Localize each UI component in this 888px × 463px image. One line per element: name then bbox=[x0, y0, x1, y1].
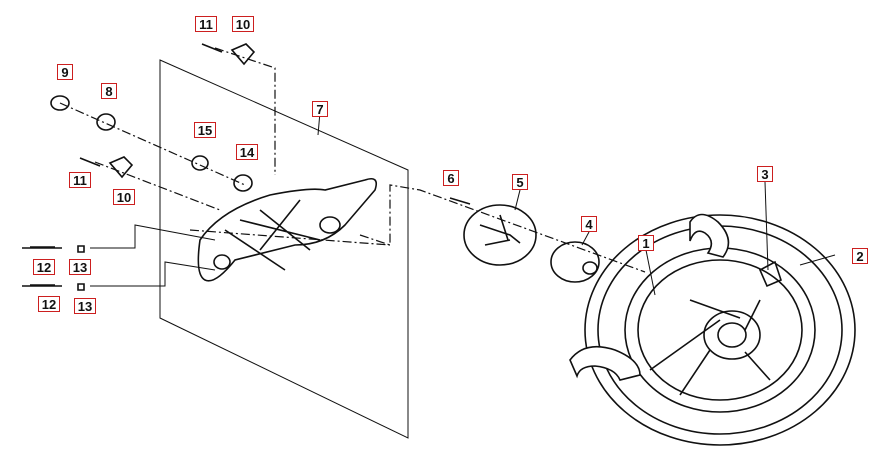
assembly-line-brake bbox=[359, 184, 646, 273]
callout-15: 15 bbox=[194, 122, 216, 138]
clip-10-mid bbox=[108, 156, 134, 179]
washer-15 bbox=[191, 155, 209, 171]
nut-13-lower bbox=[77, 283, 85, 291]
rear-wheel bbox=[569, 213, 856, 446]
callout-9: 9 bbox=[57, 64, 73, 80]
callout-12-lower: 12 bbox=[38, 296, 60, 312]
leader-4 bbox=[581, 231, 590, 246]
leader-2 bbox=[799, 254, 836, 266]
bolt-6 bbox=[449, 197, 471, 205]
bolt-11-top bbox=[201, 43, 223, 53]
callout-7: 7 bbox=[312, 101, 328, 117]
callout-8: 8 bbox=[101, 83, 117, 99]
nut-13-upper bbox=[77, 245, 85, 253]
collar-14 bbox=[233, 174, 253, 192]
bolt-11-mid bbox=[79, 157, 101, 167]
assembly-panel-outline bbox=[159, 59, 409, 439]
leader-3 bbox=[764, 181, 769, 271]
clip-10-top bbox=[230, 43, 256, 66]
cable-12-upper bbox=[22, 246, 62, 249]
callout-10-mid: 10 bbox=[113, 189, 135, 205]
callout-10-top: 10 bbox=[232, 16, 254, 32]
callout-13-upper: 13 bbox=[69, 259, 91, 275]
bushing-8 bbox=[96, 113, 116, 131]
brake-shoe-plate bbox=[550, 241, 600, 283]
callout-13-lower: 13 bbox=[74, 298, 96, 314]
assembly-line-top bbox=[214, 47, 276, 175]
assembly-line-clip bbox=[94, 161, 221, 211]
leader-1 bbox=[645, 249, 656, 296]
callout-12-upper: 12 bbox=[33, 259, 55, 275]
callout-11-top: 11 bbox=[195, 16, 217, 32]
swing-arm bbox=[197, 177, 378, 282]
callout-4: 4 bbox=[581, 216, 597, 232]
callout-3: 3 bbox=[757, 166, 773, 182]
brake-panel bbox=[463, 204, 537, 266]
callout-5: 5 bbox=[512, 174, 528, 190]
callout-14: 14 bbox=[236, 144, 258, 160]
callout-1: 1 bbox=[638, 235, 654, 251]
leader-5 bbox=[514, 189, 521, 211]
cable-guide-lower bbox=[90, 261, 216, 287]
cable-guide-upper bbox=[90, 224, 216, 249]
callout-11-mid: 11 bbox=[69, 172, 91, 188]
brake-drum-shape bbox=[758, 260, 782, 288]
cable-12-lower bbox=[22, 284, 62, 287]
callout-6: 6 bbox=[443, 170, 459, 186]
callout-2: 2 bbox=[852, 248, 868, 264]
